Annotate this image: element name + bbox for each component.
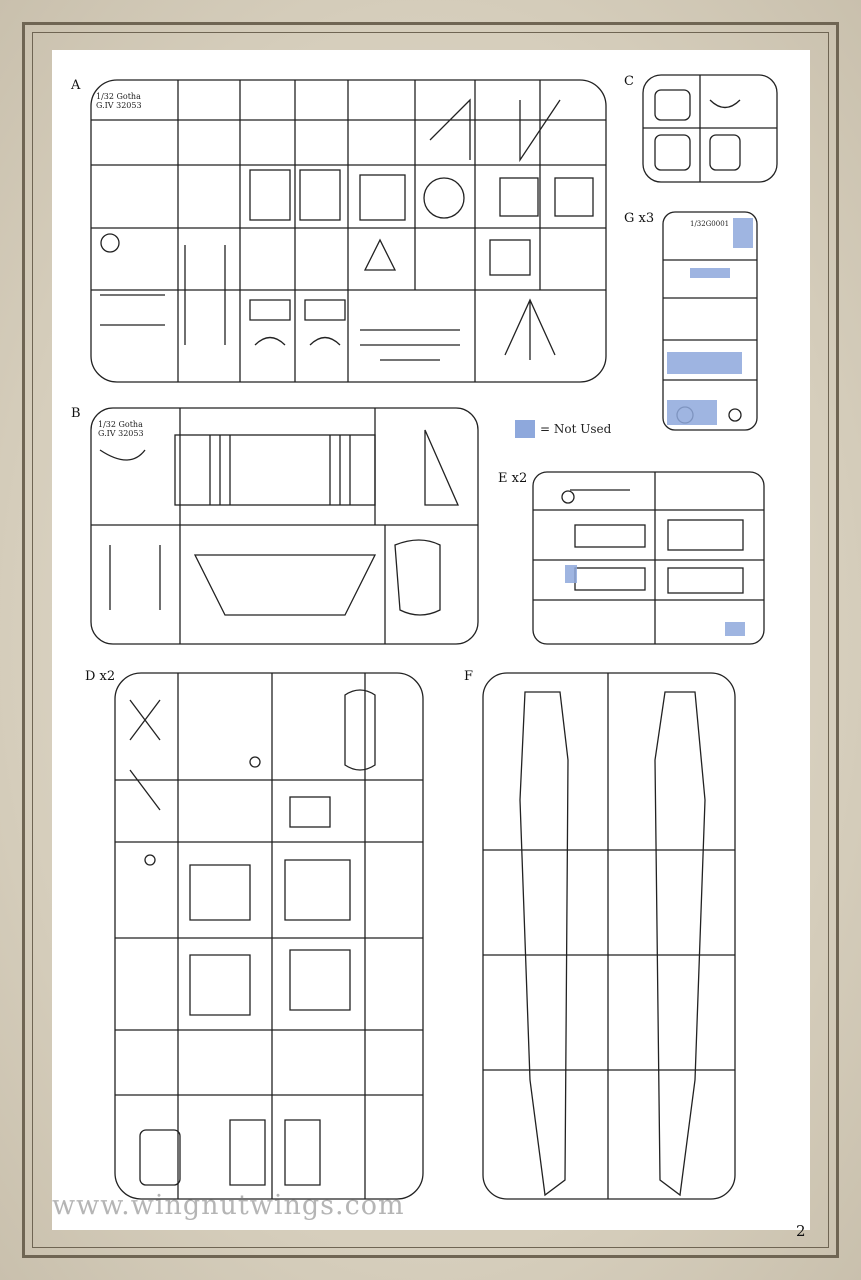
sprue-tag-b: 1/32 Gotha G.IV 32053 [98,420,144,438]
sprue-label-f: F [464,669,474,684]
sprue-tag-a: 1/32 Gotha G.IV 32053 [96,92,142,110]
ornamental-border-inner [32,32,829,1248]
legend-swatch [515,420,535,438]
sprue-label-b: B [71,406,81,421]
sprue-a-frame [90,79,607,383]
sprue-label-g: G x3 [624,211,655,226]
sprue-label-d: D x2 [85,669,116,684]
sprue-label-c: C [624,74,634,89]
watermark-url: www.wingnutwings.com [52,1190,405,1221]
not-used-highlights [565,218,753,636]
page-number: 2 [796,1222,806,1240]
sprue-f-frame [482,672,736,1200]
sprue-d-frame [114,672,424,1200]
sprue-tag-g: 1/32G0001 [690,220,730,228]
sprue-b-frame [90,407,479,645]
sprue-g-frame [662,211,758,431]
sprue-label-a: A [71,78,81,93]
sprue-e-frame [532,471,765,645]
sprue-c-frame [642,74,778,183]
legend-label: = Not Used [540,422,612,436]
sprue-label-e: E x2 [498,471,528,486]
ornamental-border-outer [22,22,839,1258]
